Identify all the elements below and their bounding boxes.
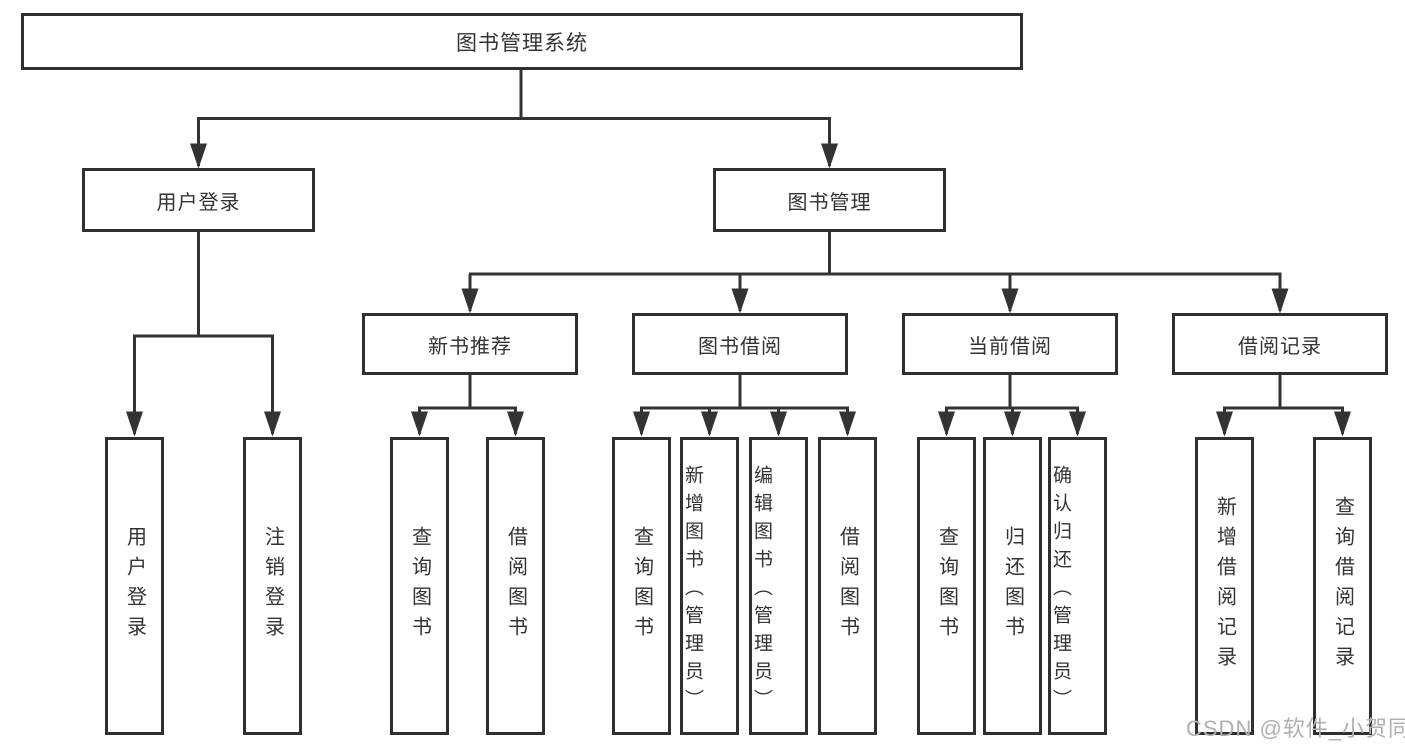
node-book-management: 图书管理 bbox=[713, 168, 946, 232]
node-return-books: 归还图书 bbox=[983, 437, 1042, 735]
node-label: 用户登录 bbox=[123, 526, 146, 646]
node-label: 注销登录 bbox=[261, 526, 284, 646]
node-borrow-books-borrowing: 借阅图书 bbox=[818, 437, 877, 735]
node-label: 归还图书 bbox=[1001, 526, 1024, 646]
node-label: 编辑图书（管理员） bbox=[751, 465, 772, 717]
edge-user-login-to-children bbox=[126, 232, 281, 437]
node-label: 借阅图书 bbox=[504, 526, 527, 646]
node-label: 查询借阅记录 bbox=[1331, 496, 1354, 676]
node-query-books-borrowing: 查询图书 bbox=[612, 437, 671, 735]
node-logout: 注销登录 bbox=[243, 437, 302, 735]
node-new-book-recommendation: 新书推荐 bbox=[362, 313, 578, 375]
node-label: 当前借阅 bbox=[968, 335, 1052, 358]
node-borrowing-records: 借阅记录 bbox=[1172, 313, 1388, 375]
node-label: 新增图书（管理员） bbox=[682, 465, 703, 717]
node-query-books-recommend: 查询图书 bbox=[390, 437, 449, 735]
node-label: 图书管理 bbox=[787, 191, 872, 214]
node-label: 新增借阅记录 bbox=[1213, 496, 1236, 676]
node-label: 新书推荐 bbox=[428, 335, 512, 358]
node-query-borrow-record: 查询借阅记录 bbox=[1313, 437, 1372, 735]
watermark: CSDN @软件_小贺同学 bbox=[1186, 716, 1405, 741]
node-user-login-branch: 用户登录 bbox=[82, 168, 315, 232]
node-label: 图书借阅 bbox=[698, 335, 782, 358]
node-borrow-books-recommend: 借阅图书 bbox=[486, 437, 545, 735]
edge-level3-to-leaves bbox=[411, 375, 1351, 437]
node-label: 借阅记录 bbox=[1238, 335, 1322, 358]
node-library-management-system: 图书管理系统 bbox=[21, 13, 1023, 70]
node-label: 用户登录 bbox=[156, 191, 241, 214]
node-label: 查询图书 bbox=[630, 526, 653, 646]
node-label: 查询图书 bbox=[408, 526, 431, 646]
edge-root-to-level2 bbox=[190, 70, 838, 169]
node-label: 查询图书 bbox=[935, 526, 958, 646]
node-current-borrowing: 当前借阅 bbox=[902, 313, 1118, 375]
node-edit-books-admin: 编辑图书（管理员） bbox=[749, 437, 808, 735]
node-book-borrowing: 图书借阅 bbox=[632, 313, 848, 375]
node-user-login-leaf: 用户登录 bbox=[105, 437, 164, 735]
node-confirm-return-admin: 确认归还（管理员） bbox=[1048, 437, 1107, 735]
node-add-books-admin: 新增图书（管理员） bbox=[680, 437, 739, 735]
node-label: 确认归还（管理员） bbox=[1050, 465, 1071, 717]
node-add-borrow-record: 新增借阅记录 bbox=[1195, 437, 1254, 735]
node-label: 借阅图书 bbox=[836, 526, 859, 646]
node-label: 图书管理系统 bbox=[456, 31, 588, 55]
node-query-books-current: 查询图书 bbox=[917, 437, 976, 735]
edge-book-management-to-level3 bbox=[461, 232, 1289, 314]
